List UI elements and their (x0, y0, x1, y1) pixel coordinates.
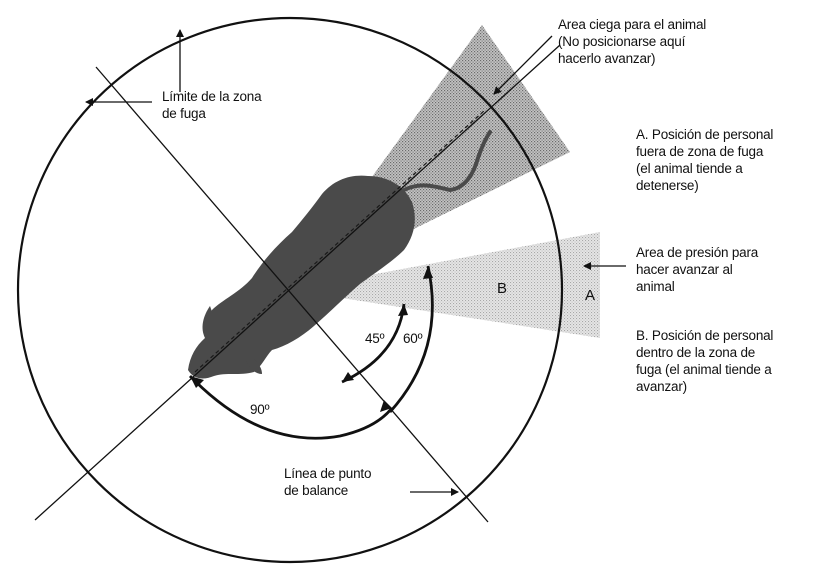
pressure-area-label: Area de presión para hacer avanzar al an… (636, 245, 759, 294)
blind-area-arrow (493, 35, 553, 95)
angle-90-arc (188, 375, 394, 440)
angle-60-label: 60º (403, 331, 423, 346)
body-axis-dashed (194, 109, 486, 373)
position-b-label: B. Posición de personal dentro de la zon… (636, 328, 774, 394)
body-axis-line (34, 44, 561, 521)
flight-zone-limit-label: Límite de la zona de fuga (162, 89, 262, 121)
angle-60-arc (388, 265, 434, 413)
angle-45-label: 45º (365, 331, 385, 346)
pressure-area-wedge (290, 232, 600, 338)
angle-90-label: 90º (250, 402, 270, 417)
balance-line-label: Línea de punto de balance (284, 466, 372, 498)
blind-area-label: Area ciega para el animal (No posicionar… (558, 17, 707, 66)
zone-letter-b: B (497, 280, 508, 297)
zone-letter-a: A (585, 287, 596, 304)
balance-point-line (95, 66, 489, 523)
flight-zone-circle (16, 16, 564, 564)
position-a-label: A. Posición de personal fuera de zona de… (636, 127, 774, 193)
